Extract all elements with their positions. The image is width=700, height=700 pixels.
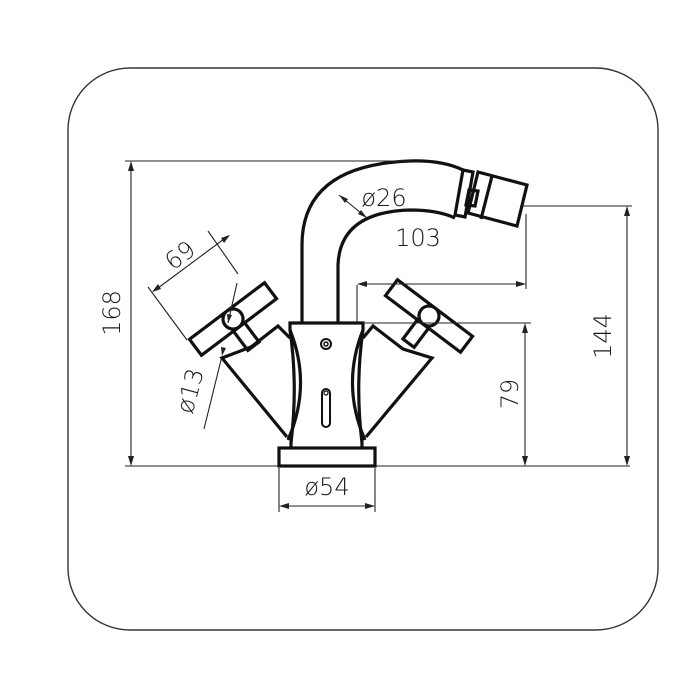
drawing-frame xyxy=(67,67,659,631)
dim-total-height: 168 xyxy=(98,290,126,336)
popup-hole-inner xyxy=(323,341,329,347)
right-valve-housing xyxy=(350,323,435,441)
tap-body xyxy=(288,321,365,448)
dim-hub-diameter: ø13 xyxy=(171,365,210,416)
base-plate xyxy=(277,446,377,468)
spout-outer xyxy=(300,159,464,323)
lever-slot-pin xyxy=(323,390,329,396)
dim-base-diameter: ø54 xyxy=(304,473,349,501)
spout-inner xyxy=(336,208,456,323)
left-handle xyxy=(187,280,279,358)
right-handle xyxy=(383,277,475,355)
dim-spout-reach: 103 xyxy=(395,224,441,252)
lever-slot xyxy=(321,388,331,428)
dimension-lines xyxy=(125,160,632,512)
tap-outline xyxy=(187,159,529,468)
left-valve-housing xyxy=(219,323,303,441)
popup-hole-outer xyxy=(320,338,332,350)
dim-handle-length: 69 xyxy=(160,235,201,276)
spout-nozzle xyxy=(453,168,529,228)
dim-spout-diameter: ø26 xyxy=(361,184,406,212)
dim-body-height: 79 xyxy=(496,379,524,410)
dim-outlet-height: 144 xyxy=(589,313,617,359)
